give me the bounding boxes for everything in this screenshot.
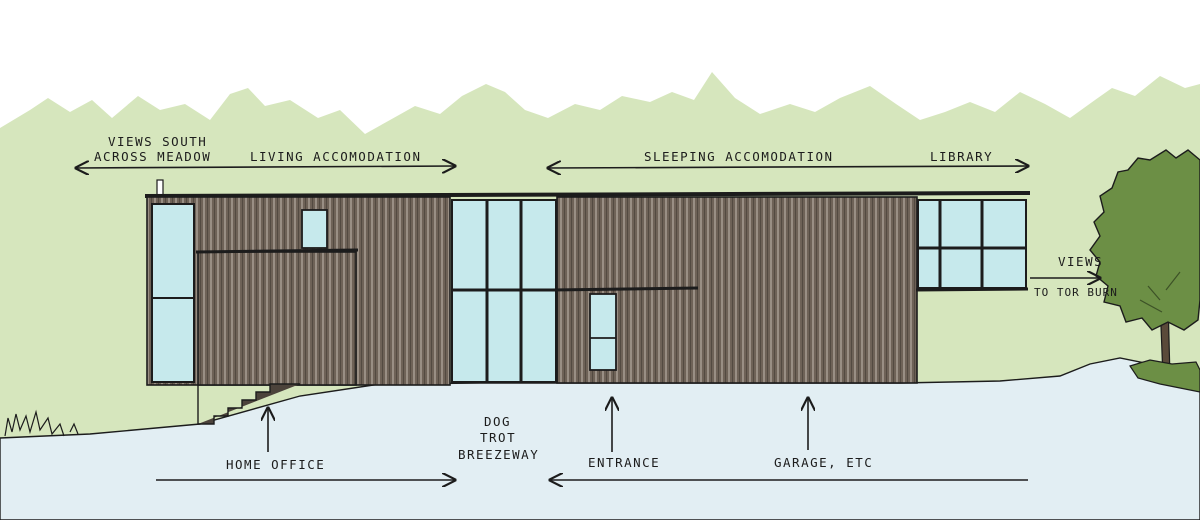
label-home-office: HOME OFFICE: [226, 457, 325, 472]
clerestory-window: [301, 209, 328, 249]
label-views-south-2: ACROSS MEADOW: [94, 149, 211, 164]
label-dog-trot-2: TROT: [480, 430, 516, 445]
label-entrance: ENTRANCE: [588, 455, 660, 470]
tall-window-left: [151, 203, 195, 383]
entrance-door-glazing: [589, 293, 617, 371]
label-dog-trot-1: DOG: [484, 414, 511, 429]
shrub-left: [4, 409, 79, 437]
living-extent-arrow: [76, 166, 455, 168]
living-volume: [146, 196, 451, 425]
home-office-volume: [197, 251, 357, 386]
chimney-flue: [156, 179, 164, 197]
label-sleeping: SLEEPING ACCOMODATION: [644, 149, 834, 164]
label-garage: GARAGE, ETC: [774, 455, 873, 470]
label-views-east-1: VIEWS: [1058, 254, 1103, 269]
label-dog-trot-3: BREEZEWAY: [458, 447, 539, 462]
breezeway-glazing: [451, 199, 557, 383]
label-views-south-1: VIEWS SOUTH: [108, 134, 207, 149]
roof-line: [144, 191, 1031, 198]
steps: [198, 383, 300, 425]
label-living: LIVING ACCOMODATION: [250, 149, 422, 164]
library-glazing: [915, 199, 1029, 292]
sleeping-extent-arrow: [548, 166, 1028, 168]
tree-right: [1089, 149, 1200, 393]
sleeping-volume: [551, 196, 918, 384]
label-library: LIBRARY: [930, 149, 993, 164]
label-views-east-2: TO TOR BURN: [1034, 286, 1118, 299]
